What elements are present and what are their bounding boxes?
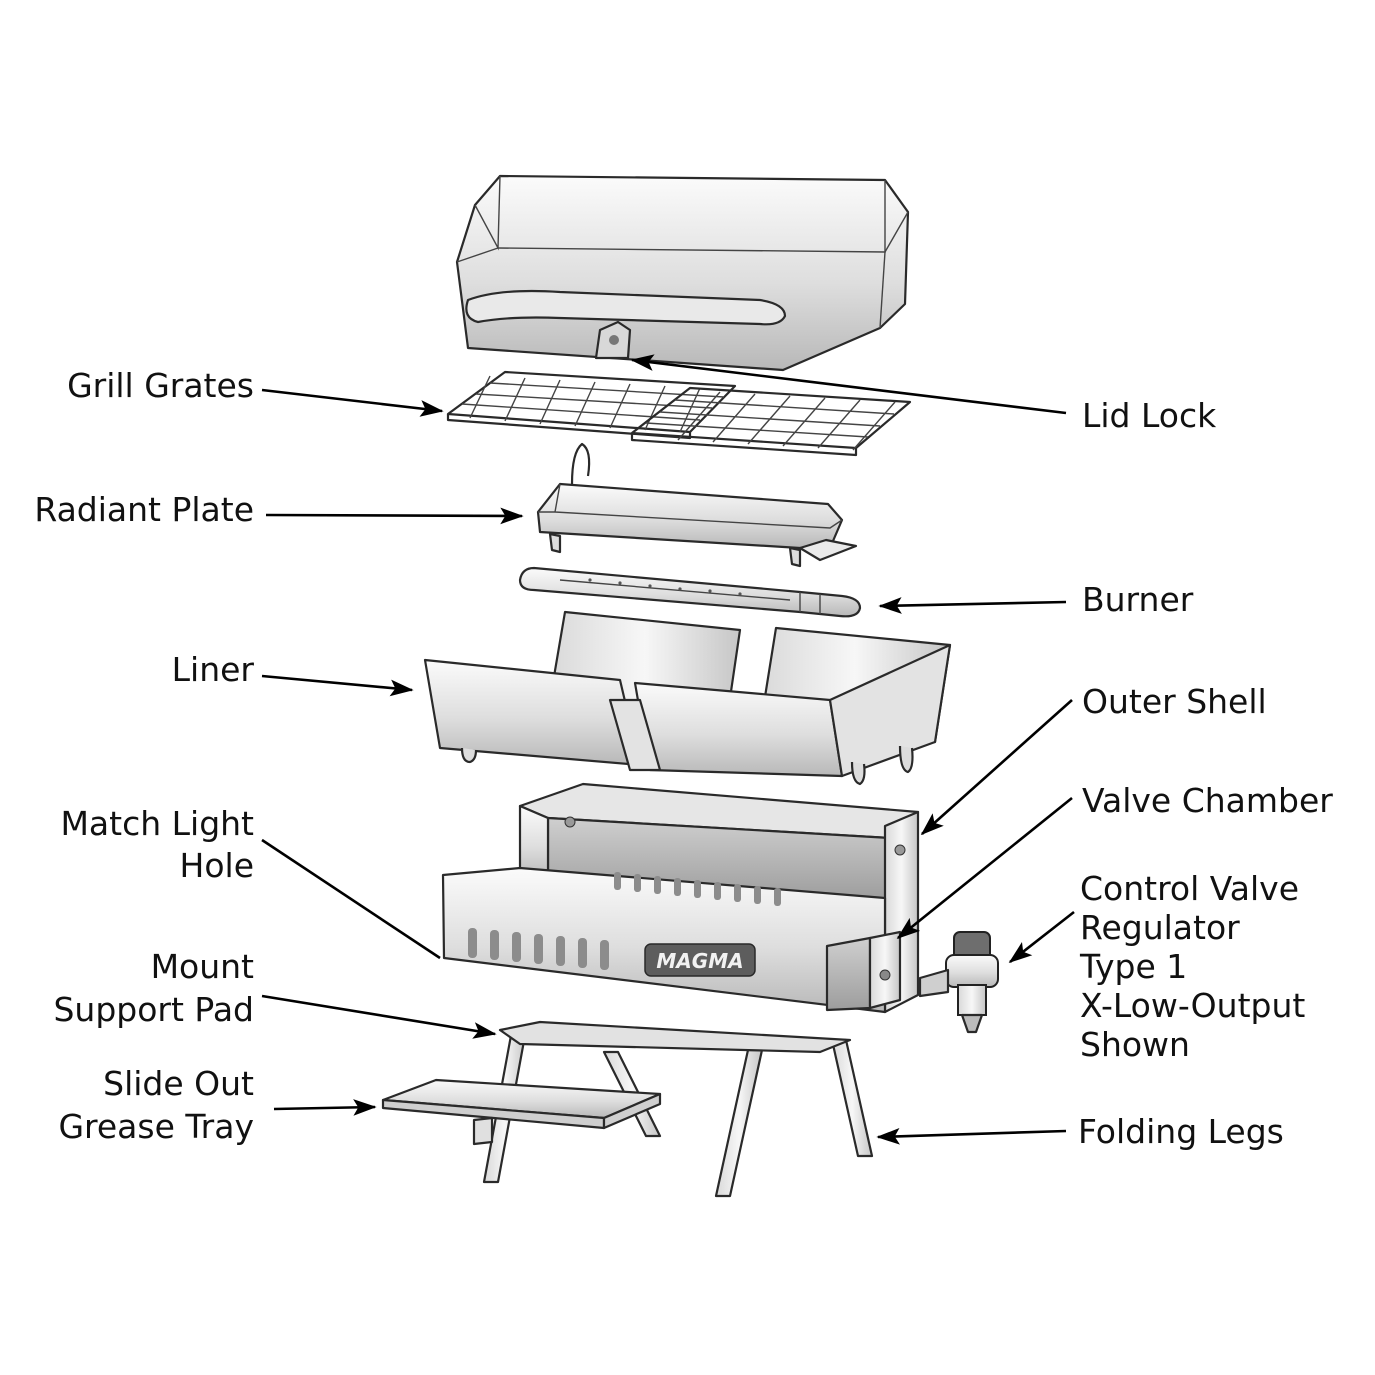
label-control-valve-5: Shown xyxy=(1080,1025,1190,1064)
label-valve-chamber: Valve Chamber xyxy=(1082,781,1333,820)
label-grill-grates: Grill Grates xyxy=(67,366,254,405)
leader-liner xyxy=(261,674,414,697)
leader-folding-legs xyxy=(876,1127,1067,1145)
label-control-valve-4: X-Low-Output xyxy=(1080,986,1305,1025)
burner xyxy=(518,566,862,618)
label-outer-shell: Outer Shell xyxy=(1082,682,1267,721)
svg-text:MAGMA: MAGMA xyxy=(656,949,743,973)
lid-handle xyxy=(465,289,787,326)
label-control-valve-3: Type 1 xyxy=(1079,947,1187,986)
valve-chamber xyxy=(825,930,902,1012)
leader-radiant-plate xyxy=(265,507,524,525)
control-valve-regulator xyxy=(918,931,999,1034)
label-mount-support-pad-1: Mount xyxy=(151,947,254,986)
label-mount-support-pad-2: Support Pad xyxy=(53,990,254,1029)
shell-screw xyxy=(894,844,906,856)
leader-outer-shell xyxy=(920,699,1073,836)
label-lid-lock: Lid Lock xyxy=(1082,396,1217,435)
radiant-plate xyxy=(536,442,858,568)
grill-grates xyxy=(446,370,912,457)
liner xyxy=(423,610,952,786)
burner-ports xyxy=(588,578,742,596)
leader-grill-grates xyxy=(261,388,444,417)
leader-match-light-hole xyxy=(261,838,441,960)
grill-grate-left xyxy=(446,370,737,440)
leader-mount-support-pad xyxy=(261,994,497,1039)
label-control-valve-2: Regulator xyxy=(1080,908,1240,947)
labels-left: Grill Grates Radiant Plate Liner Match L… xyxy=(34,366,254,1146)
leader-lines xyxy=(261,354,1075,1145)
label-folding-legs: Folding Legs xyxy=(1078,1112,1284,1151)
vent-slots xyxy=(468,872,781,970)
mount-support-pad xyxy=(498,1020,852,1054)
lid-lock xyxy=(594,320,632,360)
leader-lid-lock xyxy=(630,354,1067,415)
labels-right: Lid Lock Burner Outer Shell Valve Chambe… xyxy=(1078,396,1333,1151)
label-control-valve-1: Control Valve xyxy=(1080,869,1299,908)
label-match-light-hole-1: Match Light xyxy=(60,804,254,843)
leader-burner xyxy=(878,597,1067,614)
shell-screw xyxy=(564,816,576,828)
leader-grease-tray xyxy=(273,1099,377,1116)
magma-logo: MAGMA xyxy=(644,943,756,977)
leader-control-valve xyxy=(1008,910,1075,964)
label-match-light-hole-2: Hole xyxy=(180,846,254,885)
lid xyxy=(455,174,910,372)
label-burner: Burner xyxy=(1082,580,1194,619)
label-radiant-plate: Radiant Plate xyxy=(34,490,254,529)
label-liner: Liner xyxy=(172,650,255,689)
grill-grate-right xyxy=(630,386,912,457)
leader-valve-chamber xyxy=(896,796,1073,940)
label-grease-tray-2: Grease Tray xyxy=(58,1107,254,1146)
outer-shell: MAGMA xyxy=(441,782,920,1014)
label-grease-tray-1: Slide Out xyxy=(103,1064,254,1103)
slide-out-grease-tray xyxy=(381,1078,662,1146)
